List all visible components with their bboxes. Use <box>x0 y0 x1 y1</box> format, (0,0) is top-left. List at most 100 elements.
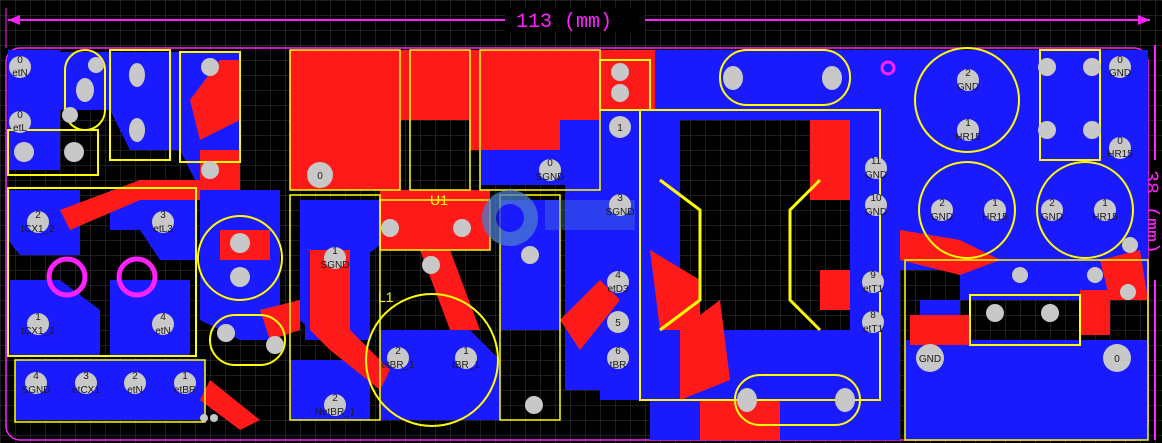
pad-number: 2 <box>332 393 338 404</box>
pad[interactable]: 0 <box>307 162 333 188</box>
pad-net: GND <box>865 170 887 181</box>
pad[interactable]: 5 <box>607 311 629 333</box>
pad[interactable]: 2 etBR_1 <box>381 346 415 371</box>
mounting-hole <box>46 256 88 298</box>
pad-number: 3 <box>83 371 89 382</box>
pad-number: 8 <box>870 310 876 321</box>
pad-number: 2 <box>1049 198 1055 209</box>
pad-number: 1 <box>182 371 188 382</box>
pad-number: 2 <box>132 371 138 382</box>
pad-number: 3 <box>617 193 623 204</box>
pad-number: 9 <box>870 270 876 281</box>
mounting-hole <box>880 60 896 76</box>
pad[interactable]: 9 etT1 <box>862 270 884 295</box>
pad-net: HR15 <box>955 132 981 143</box>
pad-net: NetBR_1 <box>315 407 356 418</box>
silkscreen-layer <box>7 47 1149 441</box>
pad[interactable]: 4 etN <box>152 312 174 337</box>
pad[interactable]: GND <box>916 344 944 372</box>
pad[interactable]: 0 etL <box>9 110 31 134</box>
pad[interactable]: 1 tCX1_2 <box>21 312 55 337</box>
pad-number: 0 <box>1117 136 1123 147</box>
pad-number: 0 <box>17 55 23 66</box>
pad-net: SGND <box>536 172 565 183</box>
pad-net: HR15 <box>1107 149 1133 160</box>
pad-net: etCX1 <box>72 385 100 396</box>
pad-number: 4 <box>615 270 621 281</box>
pad-number: 10 <box>870 193 882 204</box>
pad-number: 0 <box>17 110 23 121</box>
pad-number: 2 <box>395 346 401 357</box>
pad-number: 1 <box>1102 198 1108 209</box>
pad[interactable]: 1 tBR_1 <box>452 346 480 371</box>
dimension-width-label: 113 (mm) <box>516 11 612 34</box>
pad-net: etL <box>13 123 27 134</box>
pad-net: GND <box>1109 68 1131 79</box>
pad-net: etN <box>155 326 171 337</box>
pad-number: 3 <box>160 210 166 221</box>
pad-number: 4 <box>33 371 39 382</box>
unlabeled-pads <box>14 57 1138 422</box>
pad[interactable]: 3 etL3 <box>152 210 174 235</box>
pad-number: 5 <box>615 318 621 329</box>
silkscreen-u1: U1 <box>430 192 448 208</box>
pad[interactable]: 8 etT1 <box>862 310 884 335</box>
pad-net: SGND <box>22 385 51 396</box>
pad[interactable]: 3 etCX1 <box>72 371 100 396</box>
pad-number: 1 <box>35 312 41 323</box>
pad-number: 1 <box>617 123 623 134</box>
pad-net: etL3 <box>153 224 173 235</box>
pad[interactable]: 0 <box>1103 344 1131 372</box>
pad-number: 11 <box>871 156 882 167</box>
pad[interactable]: 1 <box>609 116 631 138</box>
pad-number: 1 <box>992 198 998 209</box>
pad-net: etT1 <box>863 324 883 335</box>
pad-net: HR15 <box>1092 212 1118 223</box>
pad-net: etT1 <box>863 284 883 295</box>
pad-net: HR15 <box>982 212 1008 223</box>
pad-number: 0 <box>1117 55 1123 66</box>
pad[interactable]: 0 etN <box>9 55 31 79</box>
pad-net: tCX1_2 <box>21 326 55 337</box>
pad-number: 2 <box>939 198 945 209</box>
pad-net: etD3 <box>607 284 629 295</box>
pad-number: 1 <box>332 246 338 257</box>
pad[interactable]: 1 etBR <box>174 371 196 396</box>
pad-number: 4 <box>160 312 166 323</box>
pad-net: tBR <box>610 360 627 371</box>
pad-net: GND <box>1041 212 1063 223</box>
pad-net: tCX1_2 <box>21 224 55 235</box>
pad-net: GND <box>865 207 887 218</box>
pad-net: SGND <box>321 260 350 271</box>
pad-net: etBR <box>174 385 196 396</box>
pad-net: etBR_1 <box>381 360 415 371</box>
pad-net: GND <box>931 212 953 223</box>
pad-number: 1 <box>463 346 469 357</box>
pad-net: tBR_1 <box>452 360 480 371</box>
pad-number: 0 <box>547 158 553 169</box>
pad[interactable]: 4 etD3 <box>607 270 629 295</box>
mounting-hole <box>116 256 158 298</box>
pad-number: 0 <box>1114 354 1120 365</box>
pad-net: etN <box>12 68 28 79</box>
